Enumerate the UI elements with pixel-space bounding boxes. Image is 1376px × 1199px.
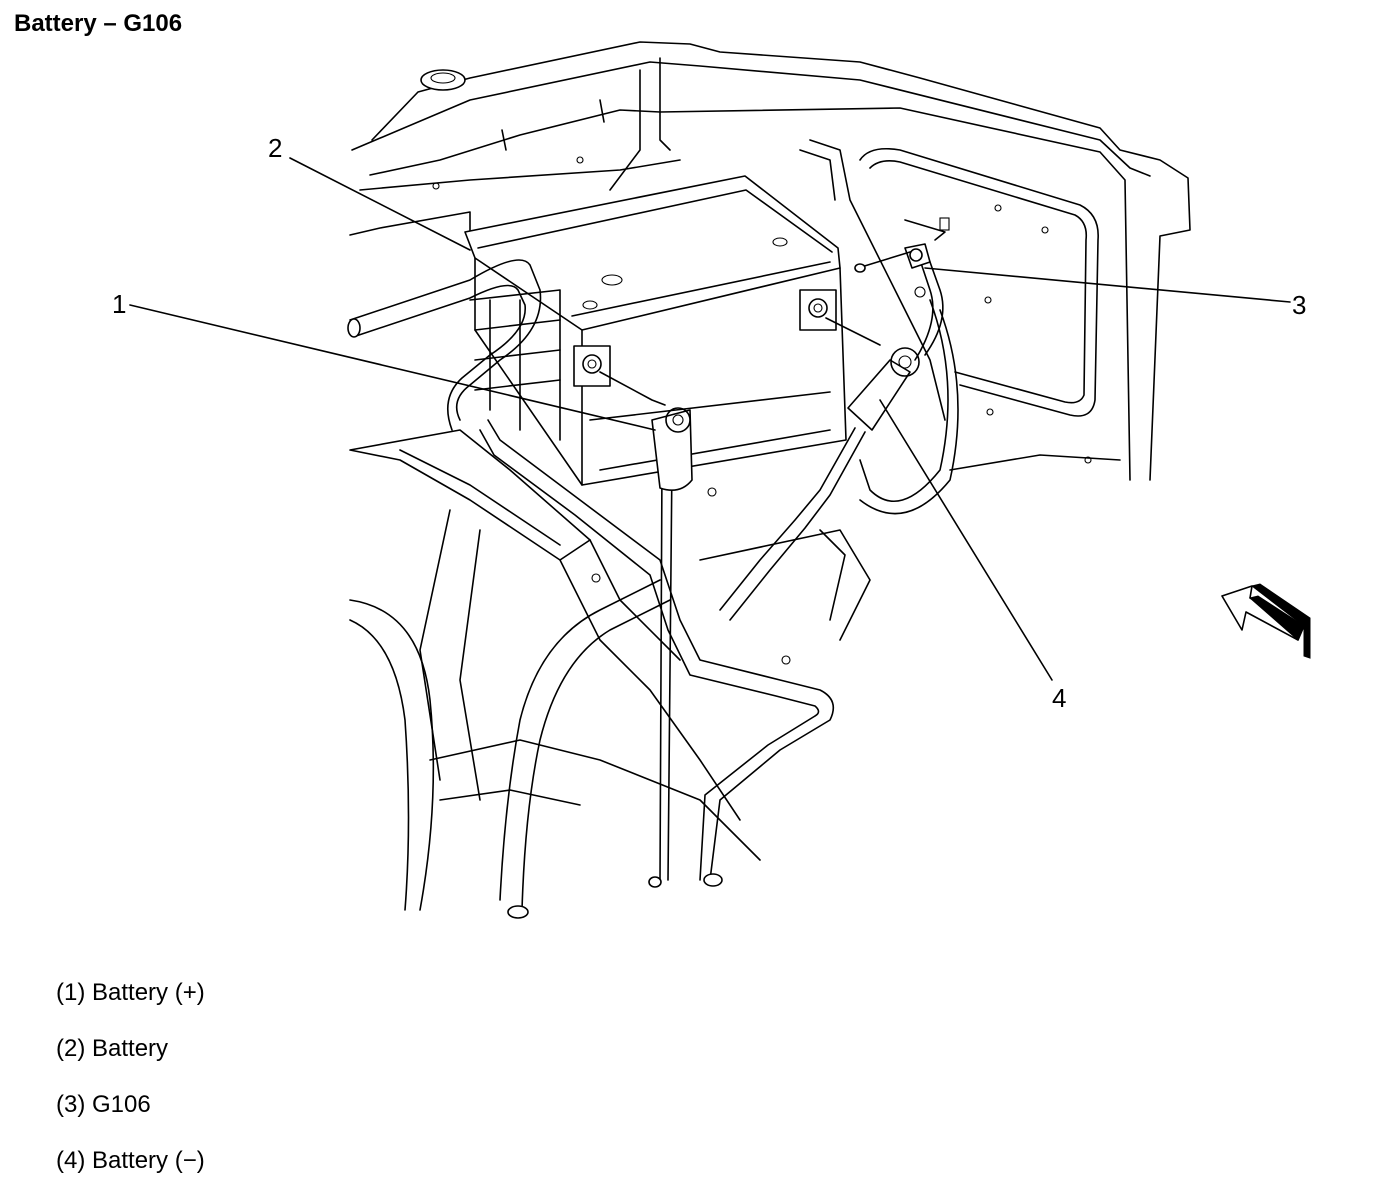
legend-item-battery-negative: (4) Battery (−) — [56, 1147, 205, 1174]
leader-line-3 — [924, 267, 1291, 303]
legend-item-g106: (3) G106 — [56, 1091, 151, 1118]
legend-item-battery: (2) Battery — [56, 1035, 169, 1062]
diagram-title: Battery – G106 — [14, 10, 183, 37]
callout-1: 1 — [112, 289, 126, 319]
leader-line-2 — [289, 157, 471, 251]
battery — [464, 175, 847, 486]
negative-cable — [719, 243, 959, 621]
leader-line-4 — [879, 399, 1053, 681]
positive-cable — [479, 371, 835, 888]
legend-list: (1) Battery (+) (2) Battery (3) G106 (4)… — [56, 975, 205, 1199]
battery-g106-illustration: 2 1 3 4 — [112, 41, 1311, 919]
legend-item-battery-positive: (1) Battery (+) — [56, 979, 205, 1006]
leader-line-1 — [129, 304, 656, 431]
view-arrow — [1221, 583, 1311, 659]
callout-4: 4 — [1052, 683, 1066, 713]
callout-3: 3 — [1292, 290, 1306, 320]
radiator-support — [349, 41, 1191, 481]
callout-2: 2 — [268, 133, 282, 163]
leader-lines — [129, 157, 1291, 681]
fender-panel — [799, 139, 1121, 471]
hoses-and-frame — [347, 259, 871, 919]
